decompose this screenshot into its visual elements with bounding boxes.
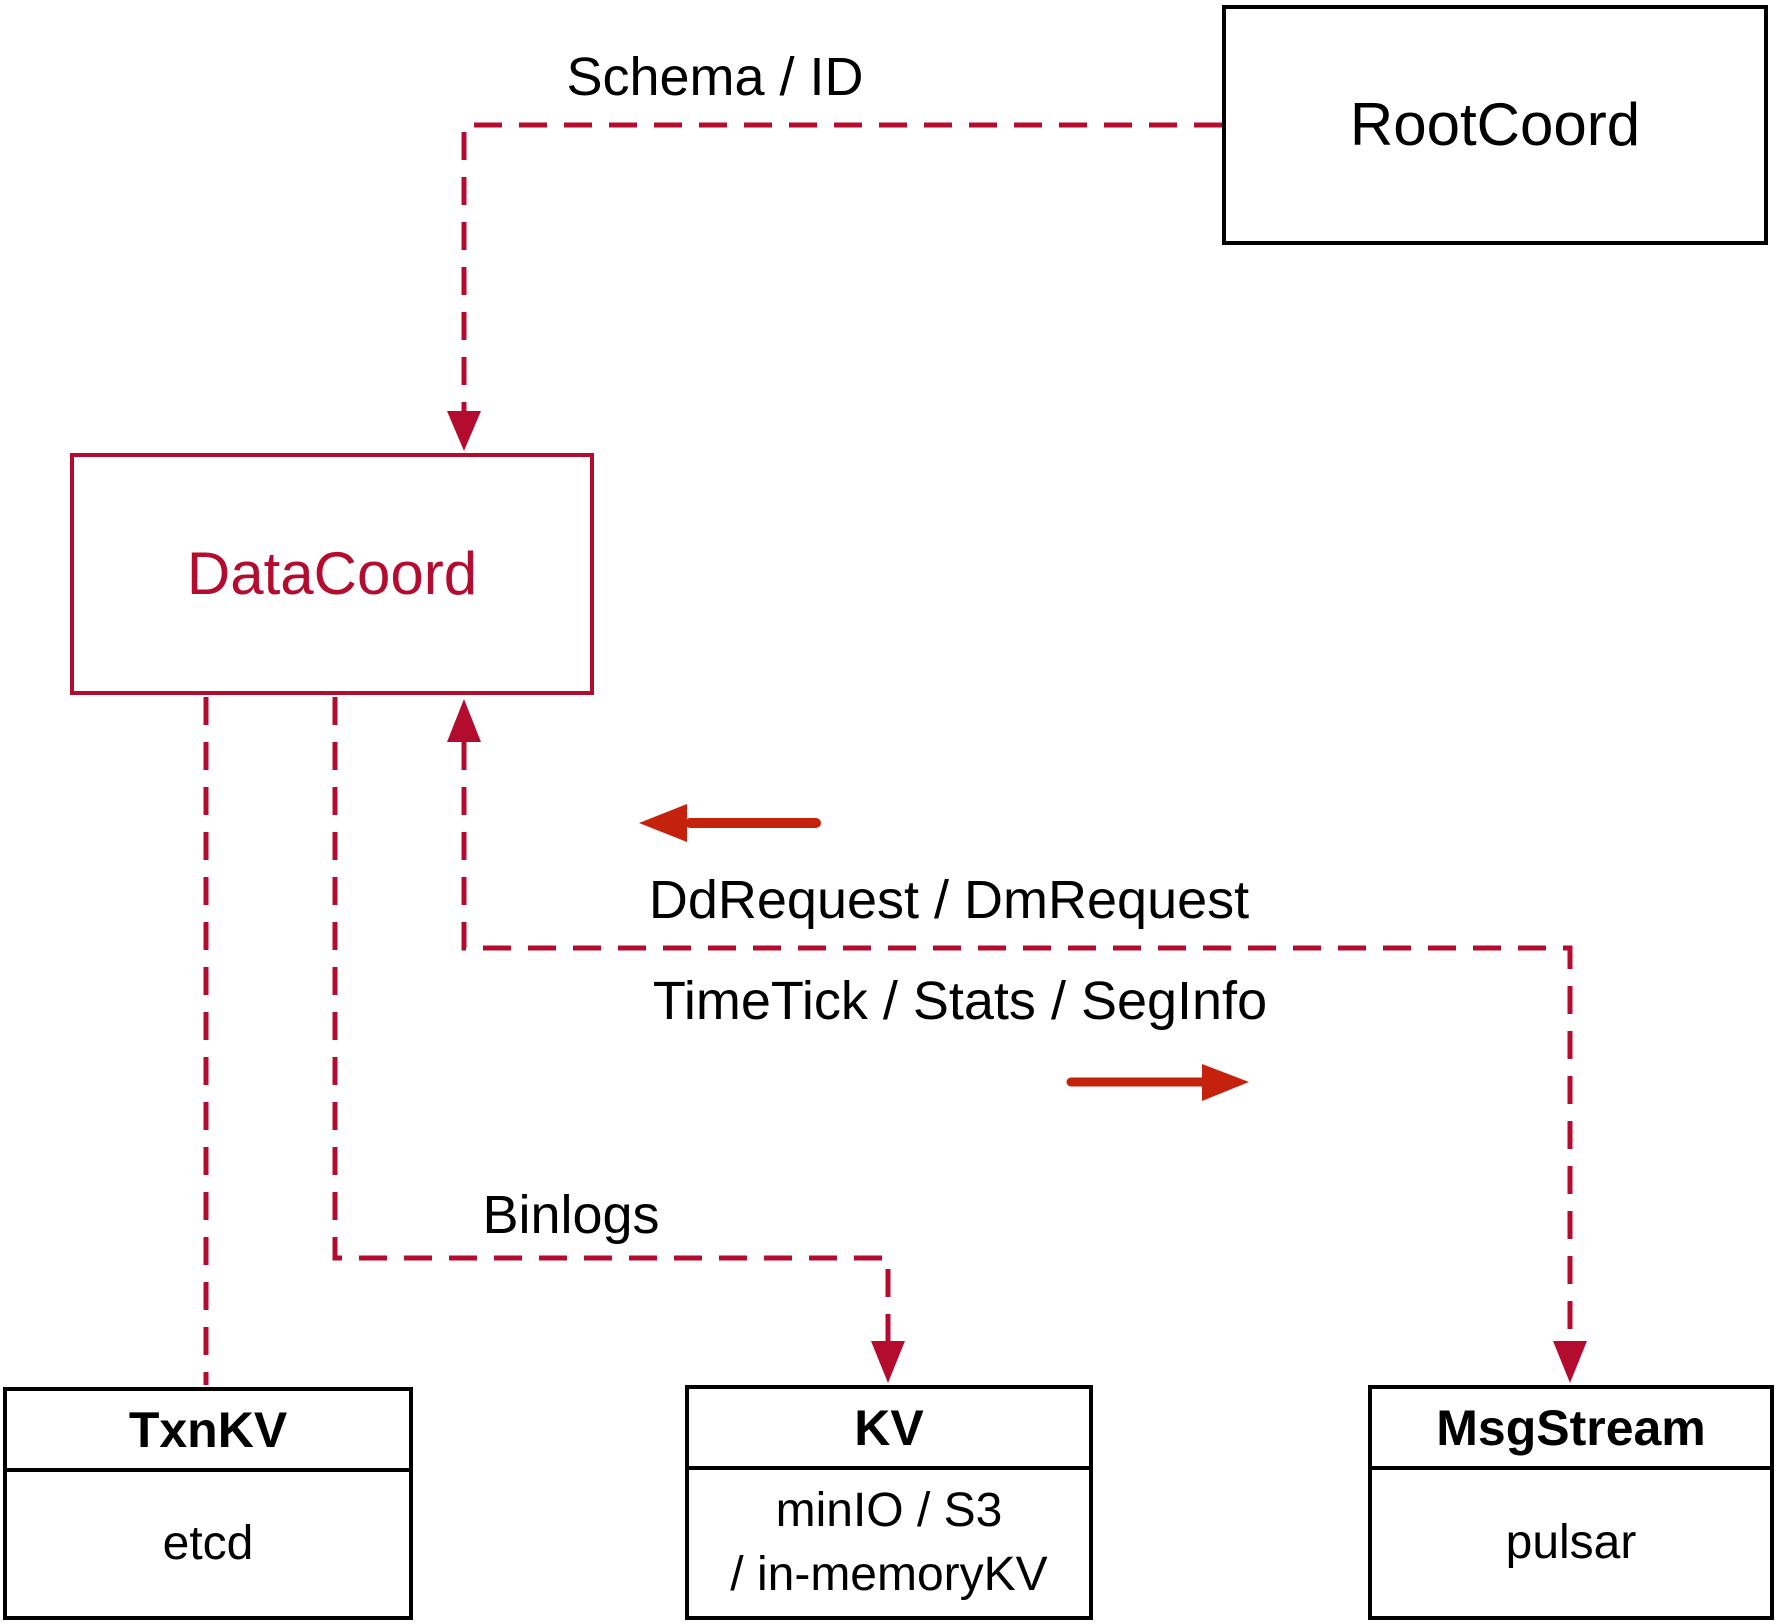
arrowhead-into-msgstream-top	[1553, 1341, 1587, 1383]
node-rootcoord-label: RootCoord	[1349, 91, 1641, 158]
node-datacoord-label: DataCoord	[186, 540, 478, 607]
edge-datacoord-to-kv-binlogs	[332, 697, 891, 1341]
node-msgstream-body-line: pulsar	[1505, 1516, 1637, 1569]
edge-label-ddrequest-dmrequest: DdRequest / DmRequest	[648, 870, 1250, 930]
direction-arrow-left-icon	[639, 804, 821, 842]
arrowhead-into-kv-top	[871, 1341, 905, 1383]
arrowhead-into-datacoord-bottom	[447, 699, 481, 742]
node-txnkv: TxnKV etcd	[3, 1387, 413, 1620]
node-txnkv-body-line: etcd	[162, 1517, 254, 1570]
node-txnkv-title: TxnKV	[7, 1391, 409, 1472]
node-msgstream-title: MsgStream	[1372, 1389, 1770, 1470]
edge-rootcoord-to-datacoord	[461, 122, 1222, 412]
node-kv: KV minIO / S3 / in-memoryKV	[685, 1385, 1093, 1620]
edge-datacoord-msgstream	[461, 742, 1573, 1341]
node-msgstream: MsgStream pulsar	[1368, 1385, 1774, 1620]
node-kv-body-line: / in-memoryKV	[730, 1548, 1048, 1601]
arrowhead-into-datacoord-top	[447, 411, 481, 451]
edge-label-timetick-stats-seginfo: TimeTick / Stats / SegInfo	[652, 971, 1268, 1031]
node-kv-body-line: minIO / S3	[775, 1484, 1003, 1537]
edge-label-binlogs: Binlogs	[482, 1185, 660, 1245]
node-msgstream-body: pulsar	[1372, 1470, 1770, 1616]
node-txnkv-body: etcd	[7, 1472, 409, 1616]
node-datacoord: DataCoord	[70, 453, 594, 695]
node-kv-title: KV	[689, 1389, 1089, 1470]
node-rootcoord: RootCoord	[1222, 5, 1768, 245]
node-kv-body: minIO / S3 / in-memoryKV	[689, 1470, 1089, 1616]
direction-arrow-right-icon	[1066, 1064, 1249, 1101]
edge-label-schema-id: Schema / ID	[566, 47, 864, 107]
